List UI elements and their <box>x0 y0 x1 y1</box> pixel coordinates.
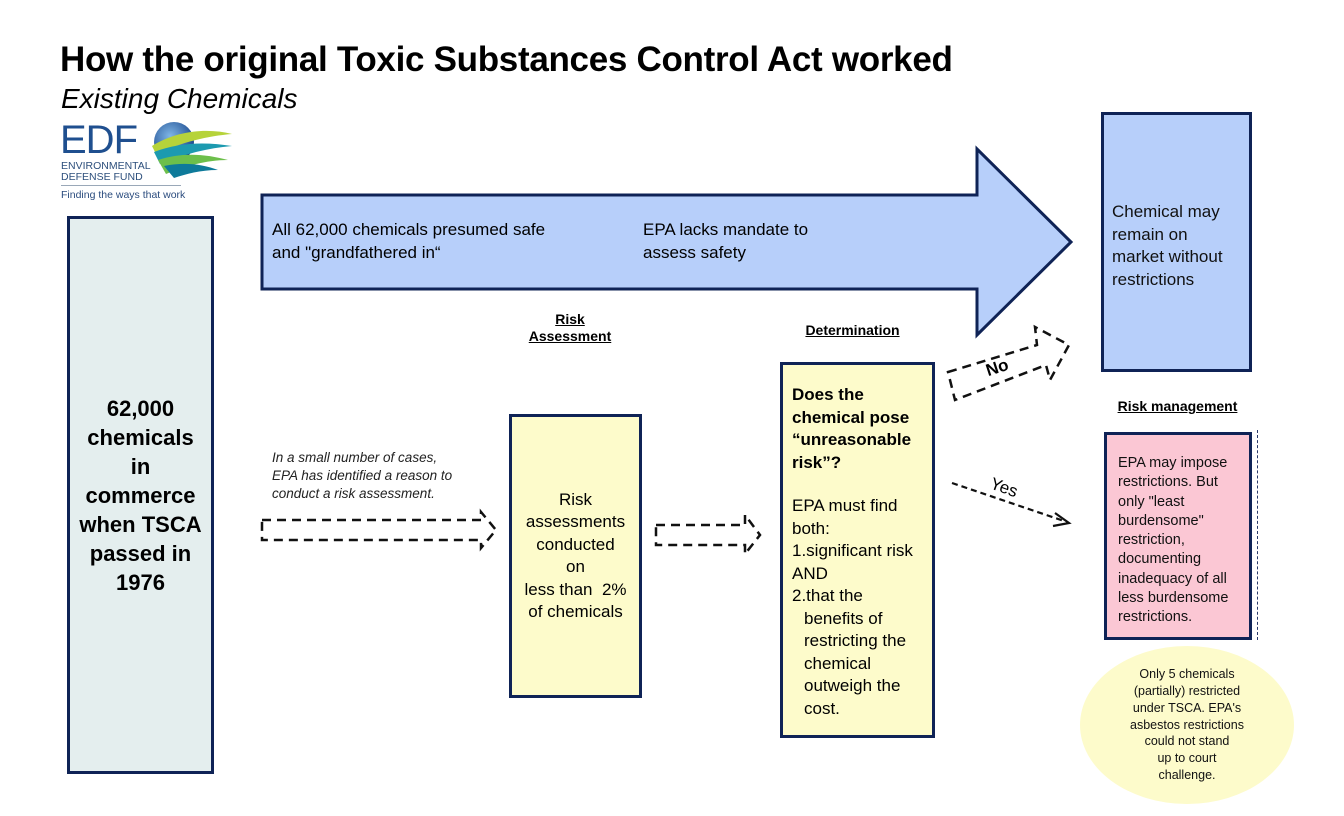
section-label-risk-assessment: Risk Assessment <box>514 311 626 345</box>
edf-logo: EDF ENVIRONMENTAL DEFENSE FUND Finding t… <box>58 118 238 204</box>
criteria-line: cost. <box>804 698 840 718</box>
logo-org-line-1: ENVIRONMENTAL <box>61 160 151 172</box>
globe-swoosh-icon <box>152 122 232 178</box>
outcome-line: restrictions <box>1112 269 1195 289</box>
criteria-line: benefits of <box>804 608 883 628</box>
callout-line: asbestos restrictions <box>1130 717 1244 732</box>
section-label-line: Risk <box>555 311 585 327</box>
arrow-text-line: and "grandfathered in“ <box>272 243 441 262</box>
criteria-line: both: <box>792 518 830 538</box>
dashed-arrow-no-branch <box>946 324 1071 402</box>
arrow-text-line: assess safety <box>643 243 746 262</box>
criteria-item-2: 2.that the <box>792 586 863 605</box>
risk-assessment-text: Risk assessments conducted on less than … <box>524 489 626 624</box>
callout-line: up to court <box>1157 751 1217 766</box>
outcome-box-text: Chemical may remain on market without re… <box>1112 201 1223 291</box>
dashed-arrow-to-risk-assessment <box>260 508 498 552</box>
criteria-line: EPA must find <box>792 496 898 515</box>
logo-divider <box>61 185 181 186</box>
callout-line: under TSCA. EPA's <box>1132 700 1242 715</box>
ra-line: of chemicals <box>528 602 623 621</box>
determination-box: Does the chemical pose “unreasonable ris… <box>780 362 935 738</box>
section-label-line: Assessment <box>528 328 612 344</box>
ra-line: Risk <box>558 489 593 509</box>
logo-wordmark: EDF <box>60 118 138 162</box>
question-line: chemical pose <box>792 407 910 427</box>
outcome-line: remain on <box>1112 224 1188 244</box>
determination-question: Does the chemical pose “unreasonable ris… <box>792 384 911 474</box>
outcome-box-no-restrictions: Chemical may remain on market without re… <box>1101 112 1252 372</box>
criteria-item-1: 1.significant risk <box>792 541 913 560</box>
callout-text: Only 5 chemicals (partially) restricted … <box>1130 666 1244 784</box>
rm-line: documenting <box>1118 551 1202 568</box>
determination-criteria: EPA must find both: 1.significant risk A… <box>792 495 913 720</box>
note-small-number-of-cases: In a small number of cases, EPA has iden… <box>272 449 452 503</box>
callout-line: could not stand <box>1144 734 1230 749</box>
logo-org-name: ENVIRONMENTAL DEFENSE FUND <box>61 161 151 183</box>
page-title: How the original Toxic Substances Contro… <box>60 40 953 79</box>
question-line: risk”? <box>792 452 842 472</box>
ra-line: assessments <box>525 512 626 531</box>
rm-line: less burdensome <box>1118 590 1229 607</box>
rm-line: EPA may impose <box>1118 455 1228 471</box>
yes-arrowhead-icon <box>1052 512 1072 528</box>
criteria-line: chemical <box>804 653 872 673</box>
callout-line: Only 5 chemicals <box>1139 667 1235 682</box>
rm-line: restrictions. <box>1118 609 1193 626</box>
criteria-line: outweigh the <box>804 676 901 695</box>
risk-management-box: EPA may impose restrictions. But only "l… <box>1104 432 1252 640</box>
logo-org-line-2: DEFENSE FUND <box>61 171 143 183</box>
question-line: “unreasonable <box>792 430 912 449</box>
criteria-line: AND <box>792 563 828 583</box>
big-grandfathered-arrow <box>260 145 1074 339</box>
ra-line: on <box>566 557 585 576</box>
outcome-line: market without <box>1112 247 1223 266</box>
arrow-text-line: All 62,000 chemicals presumed safe <box>272 220 546 239</box>
arrow-text-presumed-safe: All 62,000 chemicals presumed safe and "… <box>272 218 545 264</box>
rm-line: burdensome" <box>1118 512 1204 529</box>
callout-line: challenge. <box>1158 767 1216 782</box>
note-line: In a small number of cases, <box>272 450 438 465</box>
rm-line: inadequacy of all <box>1118 570 1227 587</box>
logo-tagline: Finding the ways that work <box>61 189 186 201</box>
arrow-text-lacks-mandate: EPA lacks mandate to assess safety <box>643 218 808 264</box>
criteria-line: restricting the <box>804 631 907 650</box>
outcome-line: Chemical may <box>1112 202 1220 221</box>
ra-line: less than 2% <box>524 579 627 599</box>
section-label-determination: Determination <box>805 322 900 338</box>
note-line: conduct a risk assessment. <box>272 486 435 501</box>
callout-ellipse: Only 5 chemicals (partially) restricted … <box>1080 646 1294 804</box>
ra-line: conducted <box>536 534 615 554</box>
note-line: EPA has identified a reason to <box>272 468 453 483</box>
dotted-divider <box>1257 430 1258 640</box>
rm-line: restriction, <box>1118 532 1185 549</box>
rm-line: restrictions. But <box>1118 474 1218 491</box>
question-line: Does the <box>792 385 864 404</box>
arrow-text-line: EPA lacks mandate to <box>643 220 809 239</box>
callout-line: (partially) restricted <box>1133 684 1241 698</box>
risk-management-text: EPA may impose restrictions. But only "l… <box>1118 454 1228 628</box>
dashed-arrow-to-determination <box>654 511 762 558</box>
start-box-text: 62,000 chemicals in commerce when TSCA p… <box>79 395 202 595</box>
rm-line: only "least <box>1118 493 1185 510</box>
section-label-risk-management: Risk management <box>1117 398 1238 414</box>
start-box-chemicals-in-commerce: 62,000 chemicals in commerce when TSCA p… <box>67 216 214 774</box>
risk-assessment-box: Risk assessments conducted on less than … <box>509 414 642 698</box>
page-subtitle: Existing Chemicals <box>61 83 298 114</box>
